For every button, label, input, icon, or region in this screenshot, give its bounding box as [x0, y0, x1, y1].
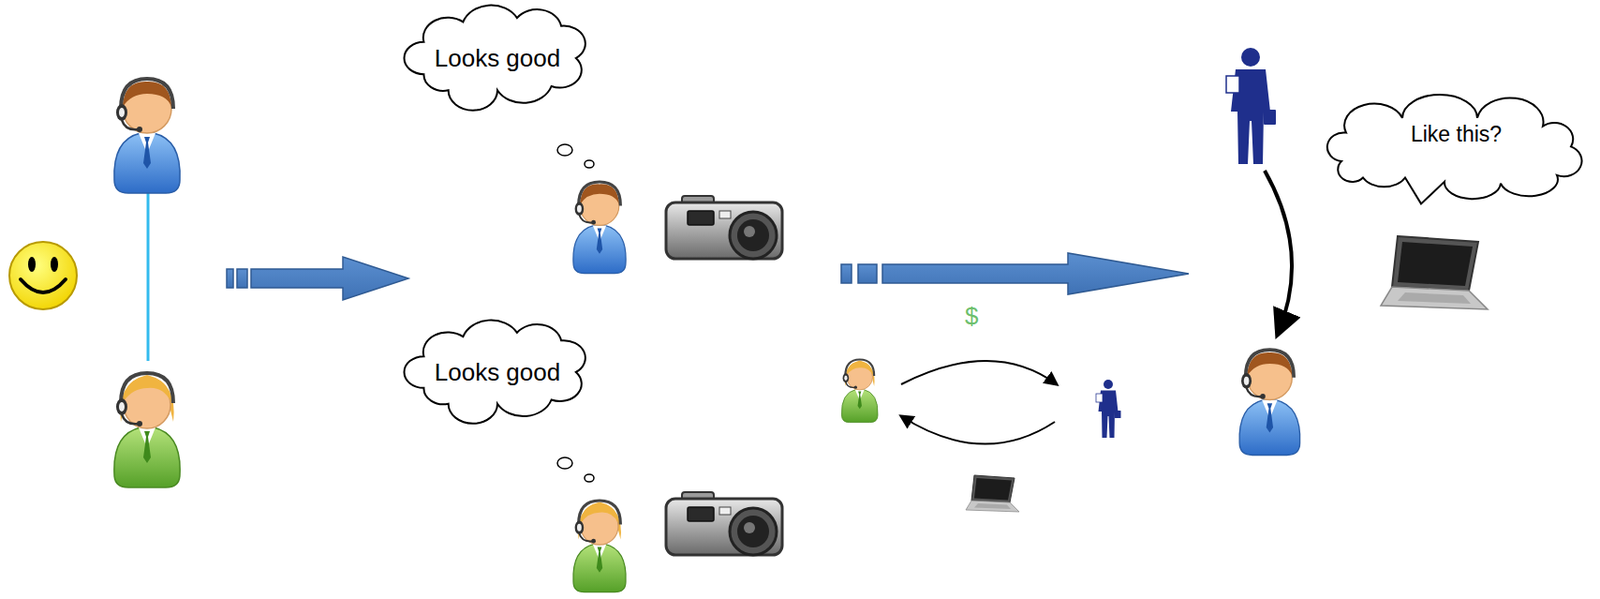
- exchange-arrow: [901, 360, 1057, 385]
- curved-arrow: [1264, 170, 1292, 334]
- bubble-text: Looks good: [434, 44, 561, 74]
- laptop: [965, 474, 1020, 512]
- laptop: [1380, 236, 1488, 310]
- exchange-arrow: [901, 415, 1055, 445]
- male-agent: [573, 181, 626, 274]
- thought-dot: [584, 160, 594, 168]
- businessman: [1226, 47, 1276, 164]
- text-area: Looks good: [394, 13, 601, 104]
- thought-dot: [557, 457, 573, 469]
- link-line: [147, 192, 150, 361]
- male-agent: [114, 78, 180, 193]
- block-arrow: [226, 256, 409, 300]
- female-agent: [573, 500, 626, 593]
- text-area: Like this?: [1322, 105, 1590, 163]
- camera: [666, 195, 783, 259]
- male-agent: [1239, 349, 1301, 455]
- speech-bubble: Like this?: [1322, 91, 1590, 207]
- speech-bubble-outline: [1322, 91, 1590, 207]
- bubble-text: Looks good: [434, 357, 561, 387]
- block-arrow: [841, 252, 1189, 295]
- dollar-sign: $: [964, 301, 978, 331]
- thought-cloud: Looks good: [394, 316, 601, 428]
- thought-dot: [584, 474, 594, 482]
- businessman: [1096, 379, 1122, 438]
- text-area: Looks good: [394, 327, 601, 416]
- camera: [666, 491, 783, 555]
- bubble-text: Like this?: [1410, 121, 1502, 148]
- thought-cloud: Looks good: [394, 1, 601, 115]
- smiley-face: [9, 241, 77, 310]
- female-agent: [841, 359, 878, 423]
- female-agent: [114, 372, 180, 488]
- thought-dot: [557, 144, 573, 156]
